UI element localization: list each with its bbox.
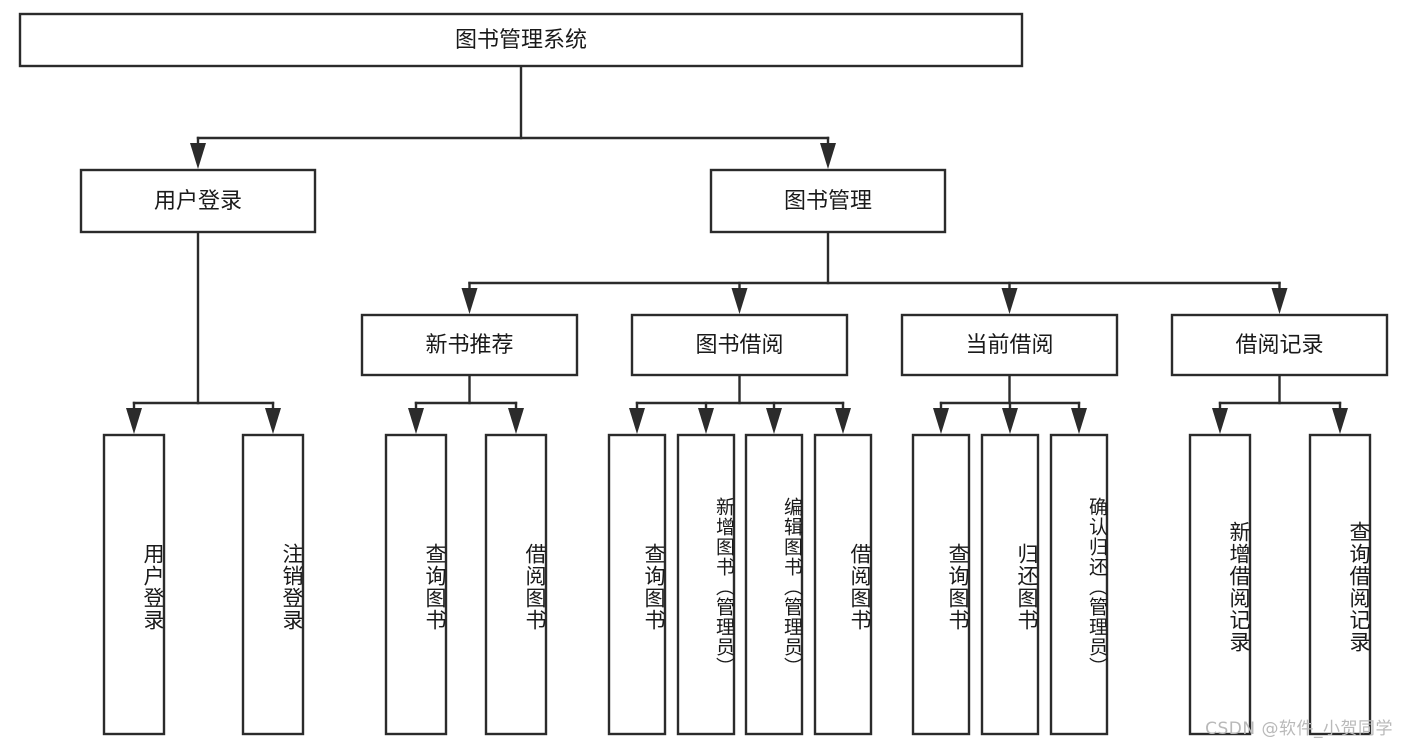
arrow-head (461, 288, 478, 314)
arrow-head (265, 408, 281, 434)
node-box-l3_3[interactable] (1170, 313, 1389, 377)
node-box-leaf_10[interactable] (1049, 433, 1109, 736)
arrow-head (1071, 408, 1087, 434)
node-label-l2_1: 图书管理 (784, 189, 872, 214)
node-box-l3_0[interactable] (360, 313, 579, 377)
node-box-leaf_7[interactable] (813, 433, 873, 736)
arrow-head (766, 408, 782, 434)
arrow-head (1332, 408, 1348, 434)
arrow-head (1001, 288, 1018, 314)
node-box-leaf_12[interactable] (1308, 433, 1372, 736)
arrow-head (508, 408, 524, 434)
node-label-l2_0: 用户登录 (154, 189, 242, 214)
node-box-l2_0[interactable] (79, 168, 317, 234)
node-box-l3_2[interactable] (900, 313, 1119, 377)
arrow-head (1271, 288, 1288, 314)
arrow-head (1002, 408, 1018, 434)
csdn-watermark: CSDN @软件_小贺同学 (1205, 719, 1393, 739)
node-label-root: 图书管理系统 (455, 28, 587, 53)
node-box-leaf_5[interactable] (676, 433, 736, 736)
node-box-root[interactable] (18, 12, 1024, 68)
arrow-head (698, 408, 714, 434)
node-box-leaf_11[interactable] (1188, 433, 1252, 736)
arrow-head (126, 408, 142, 434)
node-box-l2_1[interactable] (709, 168, 947, 234)
arrow-head (933, 408, 949, 434)
node-box-leaf_4[interactable] (607, 433, 667, 736)
node-box-leaf_8[interactable] (911, 433, 971, 736)
arrow-head (629, 408, 645, 434)
arrow-head (1212, 408, 1228, 434)
node-box-leaf_0[interactable] (102, 433, 166, 736)
arrow-head (190, 143, 206, 169)
edges-layer (126, 64, 1348, 434)
arrow-head (408, 408, 424, 434)
node-label-l3_0: 新书推荐 (425, 333, 513, 358)
node-box-leaf_6[interactable] (744, 433, 804, 736)
node-box-leaf_2[interactable] (384, 433, 448, 736)
node-box-leaf_3[interactable] (484, 433, 548, 736)
node-box-leaf_1[interactable] (241, 433, 305, 736)
node-label-l3_3: 借阅记录 (1235, 333, 1323, 358)
node-box-leaf_9[interactable] (980, 433, 1040, 736)
arrow-head (835, 408, 851, 434)
node-box-l3_1[interactable] (630, 313, 849, 377)
arrow-head (731, 288, 748, 314)
node-label-l3_2: 当前借阅 (965, 333, 1053, 358)
boxes-layer (18, 12, 1389, 736)
node-label-l3_1: 图书借阅 (695, 333, 783, 358)
arrow-head (820, 143, 836, 169)
